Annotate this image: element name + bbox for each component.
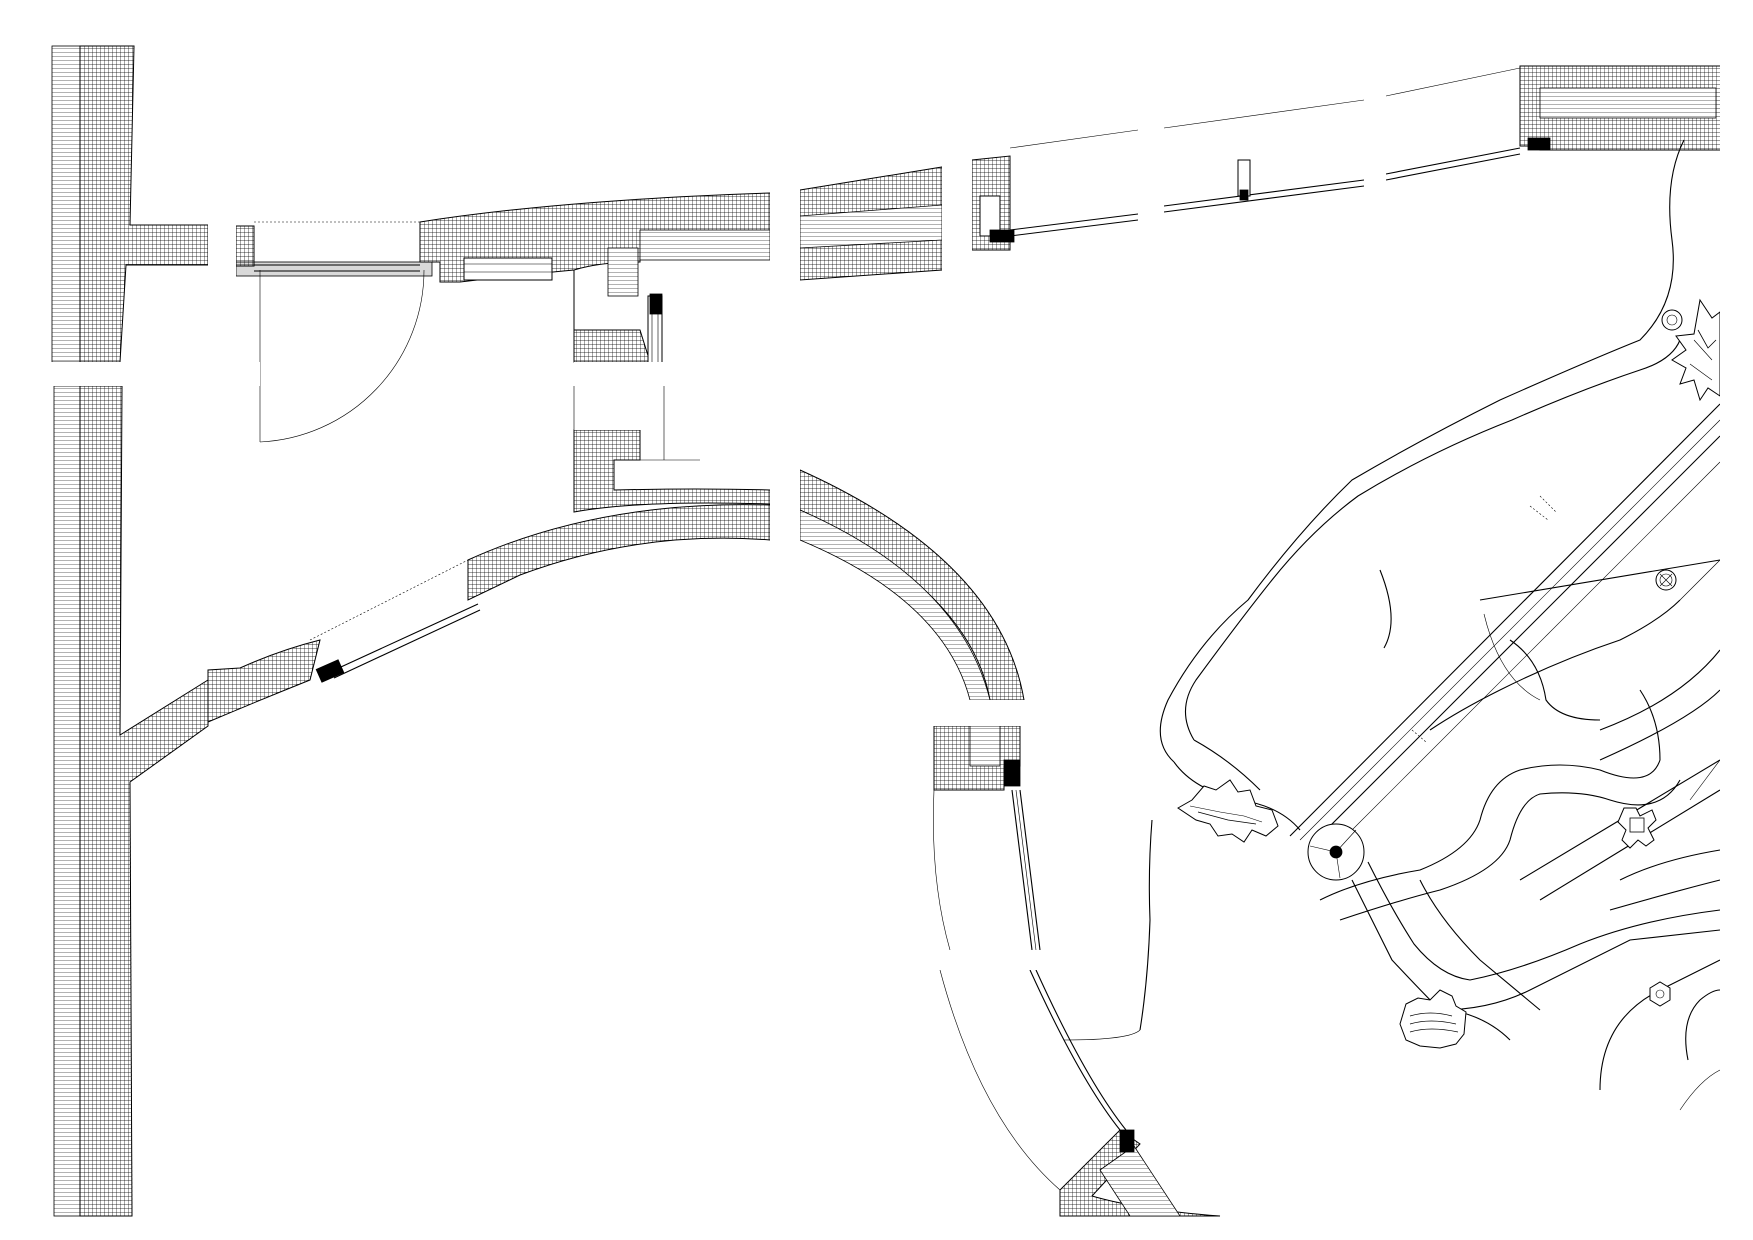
wall-stub-lines [573, 330, 700, 461]
right-arc-wall [933, 725, 1041, 951]
top-wall-segment-5 [1163, 99, 1365, 213]
left-wall-lower [53, 385, 209, 1217]
middle-curved-wall [207, 429, 771, 723]
door-swing-arc [259, 269, 425, 443]
left-wall-upper [51, 45, 209, 363]
lower-arc-wall [939, 969, 1221, 1217]
top-wall-main [419, 192, 771, 367]
top-wall-segment-6 [1385, 65, 1723, 181]
segment-breaks [0, 40, 1753, 1240]
large-arc-wall [799, 469, 1025, 701]
site-plan [1063, 139, 1721, 1111]
top-wall-segment-4 [971, 129, 1139, 251]
top-wall-segment-1 [235, 221, 433, 277]
top-wall-segment-3 [799, 166, 943, 281]
